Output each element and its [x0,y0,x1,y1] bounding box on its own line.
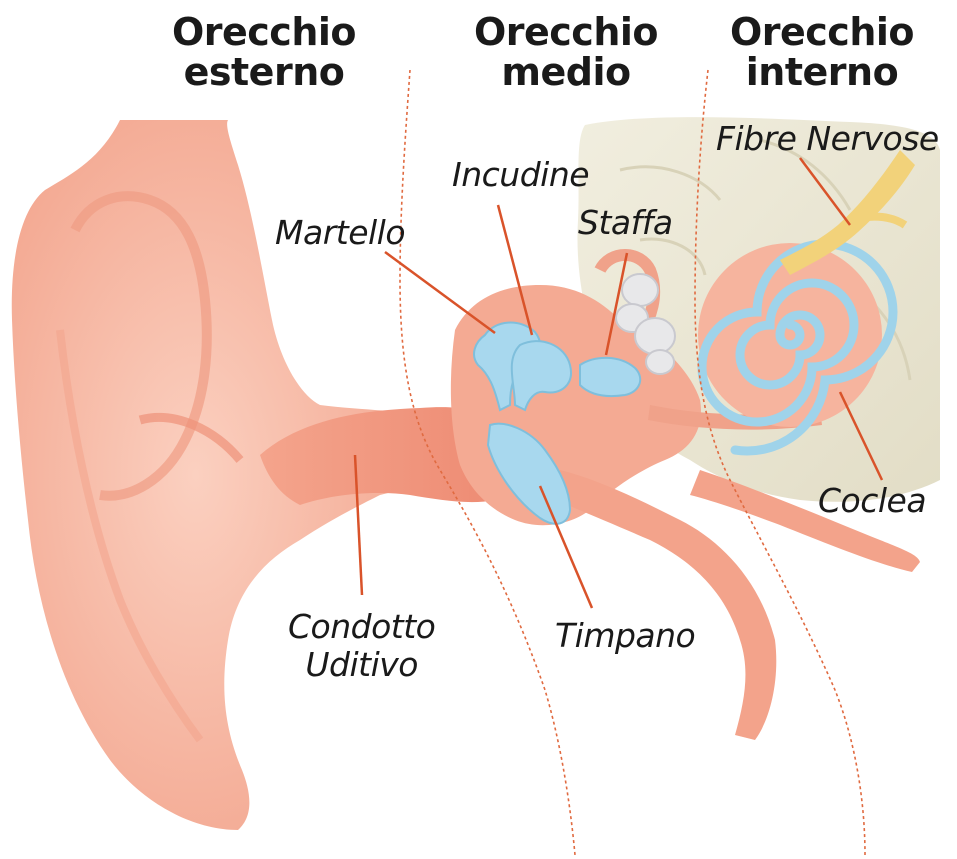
label-martello: Martello [275,214,405,252]
label-timpano: Timpano [555,617,695,655]
heading-inner-ear: Orecchio interno [718,12,926,92]
label-incudine: Incudine [452,156,589,194]
label-staffa: Staffa [578,204,673,242]
label-fibre-nervose: Fibre Nervose [716,120,939,158]
label-condotto-uditivo: Condotto Uditivo [288,608,435,684]
label-coclea: Coclea [818,482,926,520]
heading-outer-ear: Orecchio esterno [160,12,368,92]
heading-middle-ear: Orecchio medio [462,12,670,92]
